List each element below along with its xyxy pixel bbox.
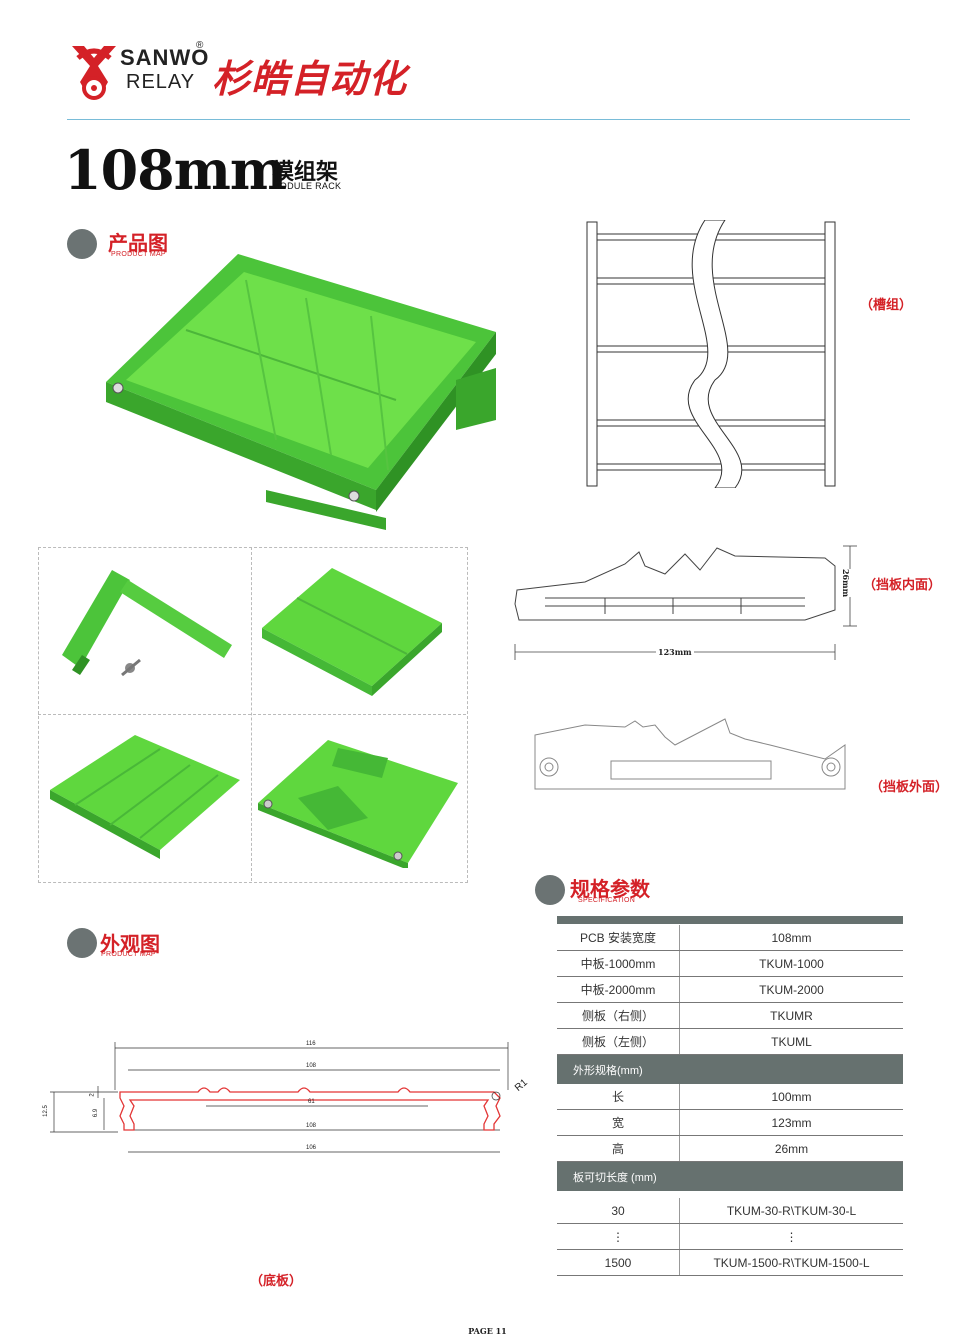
spec-value: 108mm: [679, 925, 903, 951]
section-appearance-subtitle: PRODUCT MAP: [101, 951, 156, 958]
section-product-map-subtitle: PRODUCT MAP: [111, 251, 166, 258]
spec-cut-header: 板可切长度 (mm): [557, 1161, 903, 1191]
label-outer: （挡板外面）: [870, 780, 949, 795]
spec-label: PCB 安装宽度: [557, 925, 680, 951]
header-divider: [67, 119, 910, 120]
dim-side-height: 26mm: [841, 568, 852, 598]
spec-label: 1500: [557, 1249, 680, 1276]
spec-label: 宽: [557, 1109, 680, 1136]
spec-label: ⋮: [557, 1223, 680, 1250]
photo-middle-board: [50, 735, 240, 860]
section-appearance-title: 外观图: [100, 932, 160, 956]
spec-label: 30: [557, 1198, 680, 1224]
dim-base-108-top: 108: [306, 1063, 317, 1069]
photo-rack-assembled: [258, 738, 458, 870]
side-plate-outer-drawing: [525, 715, 855, 795]
spec-value: ⋮: [679, 1223, 903, 1250]
table-section-header: 外形规格(mm): [557, 1054, 903, 1084]
spec-value: 26mm: [679, 1135, 903, 1162]
dim-base-108-bottom: 108: [306, 1123, 317, 1129]
dim-side-width: 123mm: [656, 647, 694, 657]
spec-label: 中板-2000mm: [557, 976, 680, 1003]
section-spec-subtitle: SPECIFICATION: [578, 897, 636, 904]
dim-base-6-9: 6.9: [93, 1108, 100, 1118]
page-title-cn: 模组架: [272, 160, 339, 185]
label-inner: （挡板内面）: [863, 578, 942, 593]
table-row: 侧板（左侧）TKUML: [557, 1028, 903, 1055]
spec-dim-header: 外形规格(mm): [557, 1054, 903, 1084]
spec-label: 侧板（左侧）: [557, 1028, 680, 1055]
grid-divider-horizontal: [38, 714, 466, 715]
page-title-size: 108mm: [64, 138, 287, 202]
spec-value: TKUML: [679, 1028, 903, 1055]
spec-table-topbar: [557, 916, 903, 924]
product-photo-grid: [38, 547, 468, 883]
base-plate-drawing: [38, 1030, 538, 1165]
label-base: （底板）: [250, 1274, 303, 1289]
spec-value: 123mm: [679, 1109, 903, 1136]
label-groove: （槽组）: [860, 298, 913, 313]
section-spec-title: 规格参数: [570, 877, 650, 901]
logo-mark: [66, 38, 122, 108]
dim-base-12-5: 12.5: [42, 1105, 49, 1117]
dim-base-61: 61: [308, 1099, 315, 1105]
table-row: 侧板（右侧）TKUMR: [557, 1002, 903, 1029]
page-number: PAGE 11: [468, 1326, 507, 1336]
dim-base-116: 116: [306, 1041, 316, 1047]
brand-name-en: SANWO: [120, 45, 210, 70]
page-title-en: MODULE RACK: [272, 181, 342, 191]
brand-name-cn: 杉皓自动化: [212, 57, 408, 101]
spec-label: 长: [557, 1084, 680, 1110]
spec-value: 100mm: [679, 1084, 903, 1110]
section-bullet-icon: [535, 875, 565, 905]
product-main-image: [96, 250, 526, 530]
photo-rack-plate: [262, 568, 452, 698]
section-bullet-icon: [67, 928, 97, 958]
spec-value: TKUMR: [679, 1002, 903, 1029]
dim-base-106: 106: [306, 1145, 317, 1151]
section-product-map-title: 产品图: [108, 231, 168, 255]
brand-sub-en: RELAY: [126, 71, 196, 93]
photo-side-parts: [52, 560, 242, 690]
dim-base-2: 2: [89, 1093, 96, 1097]
spec-label: 中板-1000mm: [557, 950, 680, 977]
spec-value: TKUM-30-R\TKUM-30-L: [679, 1198, 903, 1224]
registered-mark: ®: [196, 40, 204, 51]
spec-label: 高: [557, 1135, 680, 1162]
spec-label: 侧板（右侧）: [557, 1002, 680, 1029]
section-bullet-icon: [67, 229, 97, 259]
spec-value: TKUM-1500-R\TKUM-1500-L: [679, 1249, 903, 1276]
spec-value: TKUM-2000: [679, 976, 903, 1003]
groove-drawing: [585, 219, 837, 489]
table-row: ⋮⋮: [557, 1223, 903, 1250]
spec-value: TKUM-1000: [679, 950, 903, 977]
table-section-header: 板可切长度 (mm): [557, 1161, 903, 1191]
